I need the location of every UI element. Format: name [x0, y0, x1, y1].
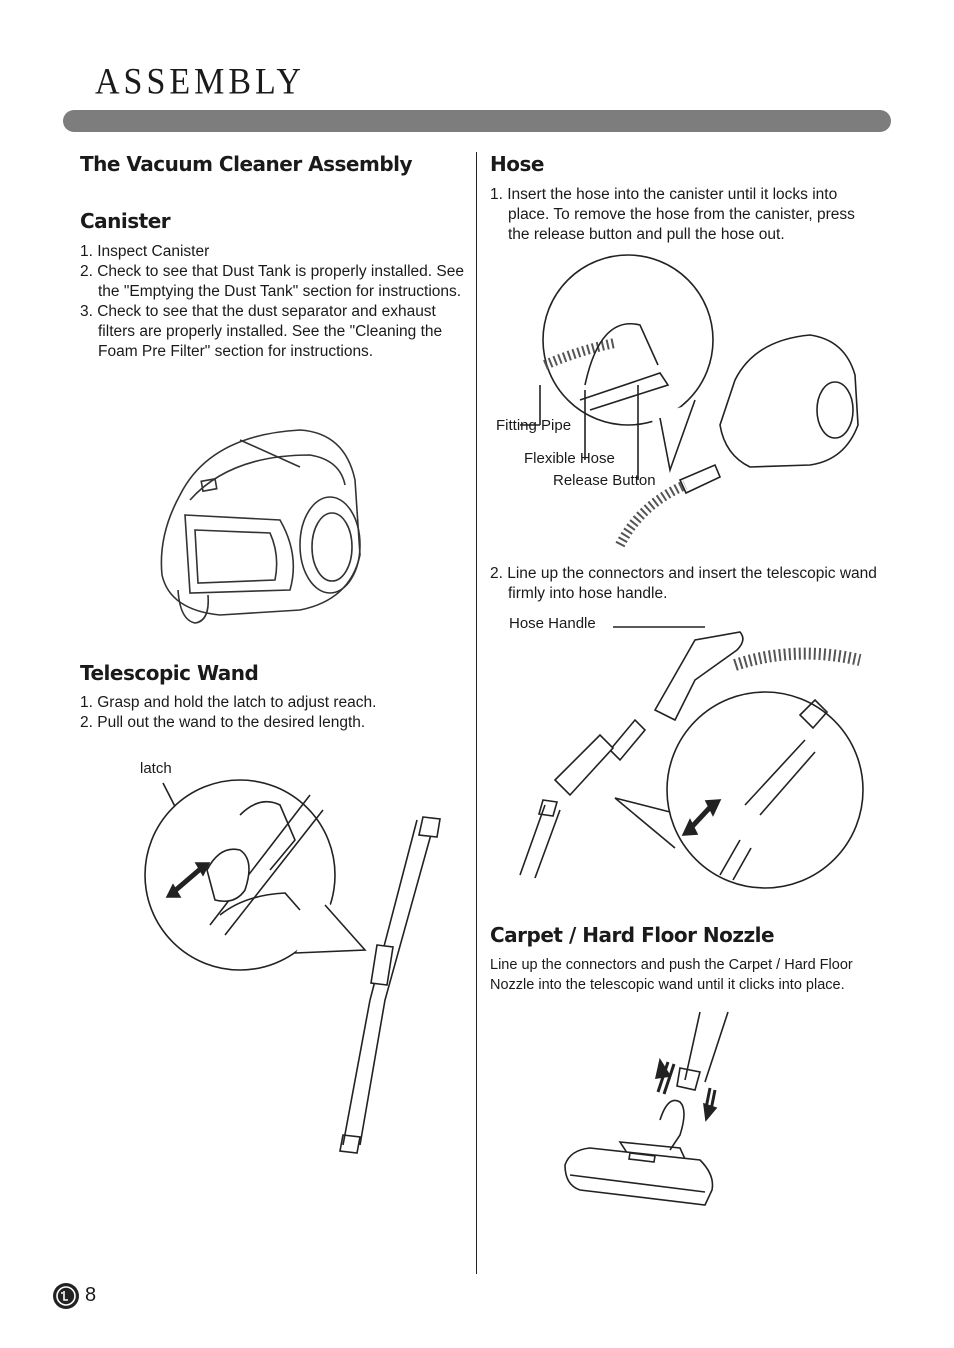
fitting-pipe-label: Fitting Pipe [496, 417, 572, 434]
nozzle-illustration [564, 1011, 729, 1206]
nozzle-heading: Carpet / Hard Floor Nozzle [490, 923, 775, 947]
release-button-label: Release Button [553, 472, 656, 489]
list-item: 1. Grasp and hold the latch to adjust re… [80, 694, 377, 711]
hose-steps-1: 1. Insert the hose into the canister unt… [490, 185, 880, 245]
list-item: 2. Pull out the wand to the desired leng… [80, 714, 366, 731]
page-number: 8 [85, 1284, 97, 1306]
nozzle-text: Line up the connectors and push the Carp… [490, 957, 853, 993]
canister-heading: Canister [80, 209, 171, 233]
list-item: 3. Check to see that the dust separator … [80, 303, 443, 360]
list-item: 1. Insert the hose into the canister unt… [490, 186, 855, 243]
title-bar [63, 110, 891, 132]
assembly-heading: The Vacuum Cleaner Assembly [80, 152, 413, 176]
telescopic-wand-illustration [144, 779, 441, 1154]
canister-steps: 1. Inspect Canister 2. Check to see that… [80, 242, 470, 362]
list-item: 2. Check to see that Dust Tank is proper… [80, 263, 464, 300]
lg-logo [53, 1283, 79, 1309]
list-item: 2. Line up the connectors and insert the… [490, 565, 877, 602]
hose-steps-2: 2. Line up the connectors and insert the… [490, 564, 880, 604]
lg-logo-icon [56, 1286, 76, 1306]
hose-handle-label: Hose Handle [509, 615, 596, 632]
canister-illustration [160, 429, 361, 624]
hose-heading: Hose [490, 152, 544, 176]
column-divider [476, 152, 477, 1274]
wand-steps: 1. Grasp and hold the latch to adjust re… [80, 693, 470, 733]
flexible-hose-label: Flexible Hose [524, 450, 615, 467]
page-title: ASSEMBLY [95, 62, 305, 102]
latch-label: latch [140, 760, 172, 777]
list-item: 1. Inspect Canister [80, 243, 210, 260]
hose-illustration [520, 254, 859, 548]
hose-handle-illustration [519, 626, 864, 889]
telescopic-wand-heading: Telescopic Wand [80, 661, 259, 685]
